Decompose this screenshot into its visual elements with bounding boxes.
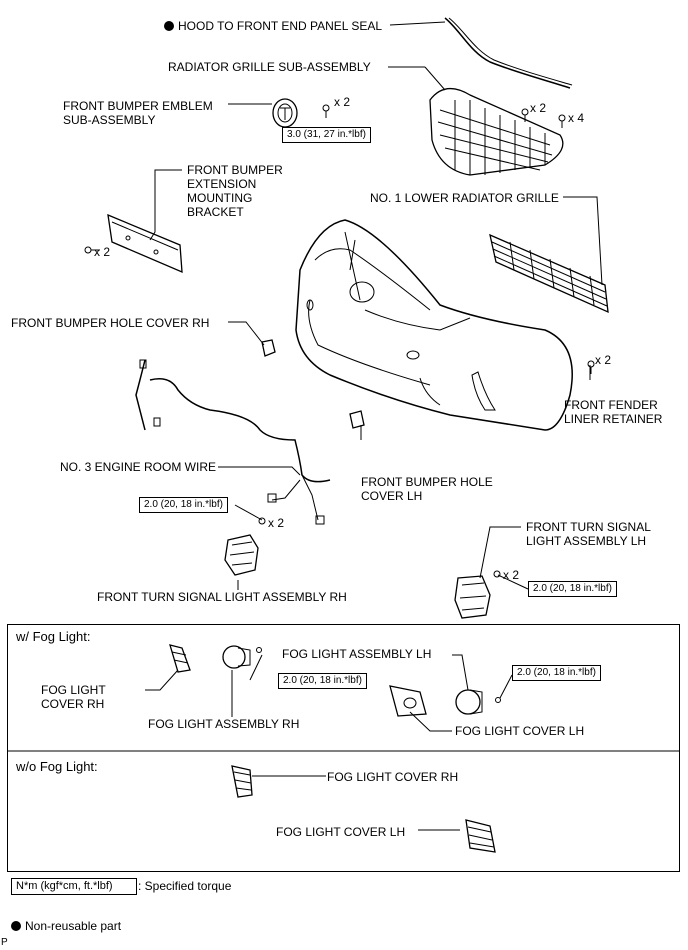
ext-bracket-label-line3: MOUNTING (187, 191, 253, 205)
fog-assembly-lh-part (455, 689, 501, 715)
hole-cover-rh-label: FRONT BUMPER HOLE COVER RH (11, 316, 210, 330)
emblem-part (272, 98, 330, 128)
lower-grille-label: NO. 1 LOWER RADIATOR GRILLE (370, 191, 559, 205)
wire-torque-box: 2.0 (20, 18 in.*lbf) (139, 497, 228, 513)
engine-wire-label: NO. 3 ENGINE ROOM WIRE (60, 460, 217, 474)
front-bumper-part (295, 219, 573, 431)
wire-qty: x 2 (268, 516, 285, 530)
grille-right-qty: x 4 (568, 111, 585, 125)
turn-lh-label-line1: FRONT TURN SIGNAL (526, 520, 651, 534)
without-fog-heading: w/o Fog Light: (16, 759, 98, 774)
radiator-grille-label: RADIATOR GRILLE SUB-ASSEMBLY (168, 60, 371, 74)
hole-cover-lh-part (349, 410, 365, 429)
non-reusable-dot-icon (164, 21, 174, 31)
fog-lh-torque-box: 2.0 (20, 18 in.*lbf) (512, 665, 601, 681)
legend-torque-box: N*m (kgf*cm, ft.*lbf) (11, 878, 137, 895)
hole-cover-lh-label-line1: FRONT BUMPER HOLE (361, 475, 493, 489)
non-reusable-dot-icon (11, 921, 21, 931)
grille-left-qty: x 2 (530, 101, 547, 115)
lower-grille-part (489, 233, 609, 374)
radiator-grille-part (429, 88, 566, 176)
wo-fog-cover-lh-part (465, 819, 496, 853)
wo-fog-cover-lh-label: FOG LIGHT COVER LH (276, 825, 406, 839)
ext-bracket-label-line1: FRONT BUMPER (187, 163, 283, 177)
wo-fog-cover-rh-label: FOG LIGHT COVER RH (327, 770, 459, 784)
turn-rh-label: FRONT TURN SIGNAL LIGHT ASSEMBLY RH (97, 590, 347, 604)
bumper-emblem-label-line1: FRONT BUMPER EMBLEM (63, 99, 213, 113)
fog-cover-rh-label-line2: COVER RH (41, 697, 105, 711)
engine-room-wire-part (135, 359, 331, 525)
fog-rh-torque-box: 2.0 (20, 18 in.*lbf) (278, 673, 367, 689)
emblem-qty: x 2 (334, 95, 351, 109)
wo-fog-cover-rh-part (231, 765, 253, 798)
turn-signal-rh-part (224, 534, 259, 576)
legend-nonreusable: Non-reusable part (11, 919, 121, 933)
fog-cover-rh-part (169, 644, 191, 673)
fog-cover-lh-label: FOG LIGHT COVER LH (455, 724, 585, 738)
with-fog-heading: w/ Fog Light: (16, 629, 91, 644)
leader-lines (145, 21, 603, 831)
hole-cover-lh-label-line2: COVER LH (361, 489, 423, 503)
fog-assy-lh-label: FOG LIGHT ASSEMBLY LH (282, 647, 432, 661)
fog-light-panel (7, 624, 680, 872)
fog-assy-rh-label: FOG LIGHT ASSEMBLY RH (148, 717, 300, 731)
turn-lh-torque-box: 2.0 (20, 18 in.*lbf) (528, 581, 617, 597)
hood-seal-label: HOOD TO FRONT END PANEL SEAL (164, 19, 382, 33)
turn-signal-lh-part (454, 570, 501, 619)
bumper-emblem-label-line2: SUB-ASSEMBLY (63, 113, 156, 127)
fog-cover-lh-part (389, 685, 427, 717)
ext-bracket-label-line4: BRACKET (187, 205, 244, 219)
hole-cover-rh-part (261, 339, 276, 357)
extension-bracket-part (84, 213, 183, 274)
turn-lh-qty: x 2 (503, 568, 520, 582)
hood-seal-part (444, 17, 573, 89)
legend-torque-desc: : Specified torque (138, 879, 232, 893)
corner-mark: P (1, 937, 8, 948)
retainer-qty: x 2 (595, 353, 612, 367)
fog-cover-rh-label-line1: FOG LIGHT (41, 683, 106, 697)
bracket-qty: x 2 (94, 245, 111, 259)
ext-bracket-label-line2: EXTENSION (187, 177, 257, 191)
fog-assembly-rh-part (222, 645, 262, 669)
turn-lh-label-line2: LIGHT ASSEMBLY LH (526, 534, 647, 548)
emblem-torque-box: 3.0 (31, 27 in.*lbf) (282, 127, 371, 143)
fender-retainer-label-line1: FRONT FENDER (564, 398, 658, 412)
fender-retainer-label-line2: LINER RETAINER (564, 412, 663, 426)
